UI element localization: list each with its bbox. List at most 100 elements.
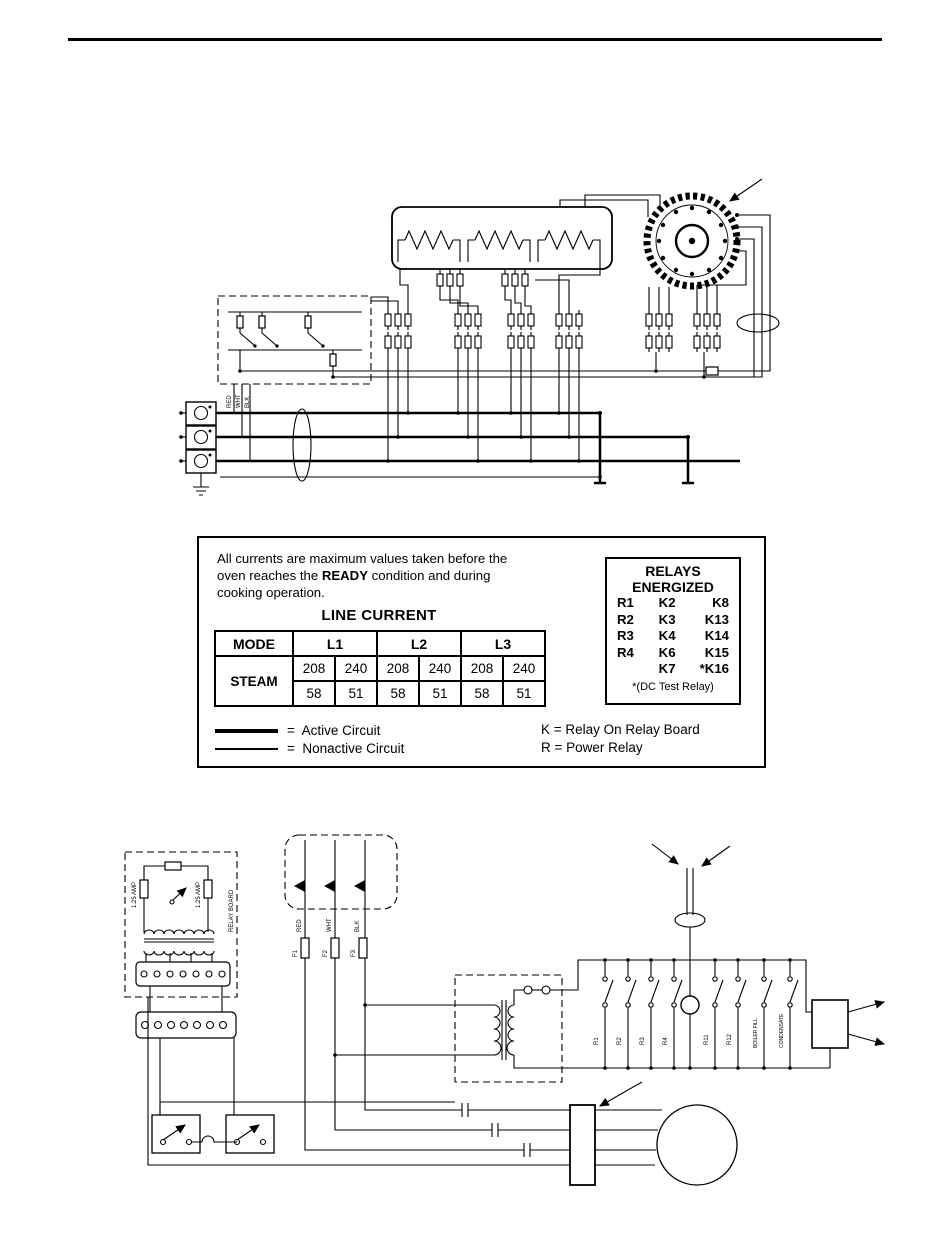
note-text: All currents are maximum values taken be… xyxy=(217,550,507,601)
contact-label: R12 xyxy=(727,1033,733,1045)
contact-label: R3 xyxy=(640,1037,646,1045)
legend-nonactive-circuit: = Nonactive Circuit xyxy=(215,741,404,756)
probe-pointer-arrow xyxy=(701,845,731,867)
line-buses xyxy=(216,352,740,485)
line-current-title: LINE CURRENT xyxy=(321,607,437,624)
door-switches xyxy=(147,997,655,1166)
ground-symbol xyxy=(193,473,209,496)
l1-header: L1 xyxy=(292,630,378,657)
active-circuit-label: = Active Circuit xyxy=(287,723,381,738)
relay-contact: BOILER FILL xyxy=(753,958,773,1070)
current-cell: 58 xyxy=(376,680,420,707)
temperature-probe xyxy=(651,843,731,1070)
relay-contact: R12 xyxy=(727,958,747,1070)
fuse-label-f1: F1 xyxy=(293,949,299,957)
nonactive-line-sample xyxy=(215,747,278,750)
contact-label: R1 xyxy=(594,1037,600,1045)
current-row: 58 51 58 51 58 51 xyxy=(215,680,546,707)
contactor-clusters xyxy=(371,262,721,353)
mode-value: STEAM xyxy=(214,655,294,707)
terminal-strip xyxy=(569,1104,596,1186)
blower-motor-section xyxy=(569,1081,738,1186)
legend-key-notes: K = Relay On Relay Board R = Power Relay xyxy=(541,721,700,756)
wire-label-wht: WHT xyxy=(327,918,333,932)
lower-control-wiring-diagram: 1.25 AMP 1.25 AMP RELAY BOARD xyxy=(124,834,886,1186)
blower-motor xyxy=(656,1104,738,1186)
current-cell: 58 xyxy=(292,680,336,707)
voltage-cell: 240 xyxy=(502,655,546,682)
relays-title-line1: RELAYS xyxy=(645,563,701,579)
relay-row: K7*K16 xyxy=(658,661,729,676)
fuse-label-f2: F2 xyxy=(323,949,329,957)
relay-contact: R11 xyxy=(704,958,724,1070)
current-info-panel: All currents are maximum values taken be… xyxy=(197,536,766,768)
nonactive-circuit-label: = Nonactive Circuit xyxy=(287,741,405,756)
board-connector xyxy=(135,961,231,987)
l2-header: L2 xyxy=(376,630,462,657)
active-line-sample xyxy=(215,728,278,733)
relay-contact: CONDENSATE xyxy=(779,958,799,1070)
relays-energized-title: RELAYS ENERGIZED xyxy=(607,559,739,595)
heating-elements xyxy=(391,206,613,270)
note-line2-pre: oven reaches the xyxy=(217,568,322,583)
probe-pointer-arrow xyxy=(651,843,679,865)
table-header-row: MODE L1 L2 L3 xyxy=(214,630,546,657)
page-top-divider xyxy=(68,38,882,41)
voltage-cell: 240 xyxy=(418,655,462,682)
current-cell: 51 xyxy=(418,680,462,707)
fuse-amp-label-right: 1.25 AMP xyxy=(196,882,202,908)
relay-board: 1.25 AMP 1.25 AMP RELAY BOARD xyxy=(124,851,238,998)
relay-contact: R3 xyxy=(640,958,660,1070)
relay-contact: R2 xyxy=(617,958,637,1070)
contact-label: R4 xyxy=(663,1037,669,1045)
current-cell: 51 xyxy=(334,680,378,707)
wire-label-red: RED xyxy=(227,395,233,408)
control-transformer xyxy=(454,959,605,1083)
note-line1: All currents are maximum values taken be… xyxy=(217,551,508,566)
wire-label-wht: WHT xyxy=(236,394,242,408)
wire-label-blk: BLK xyxy=(245,397,251,408)
board-transformer xyxy=(143,929,215,962)
legend-active-circuit: = Active Circuit xyxy=(215,723,380,738)
upper-steam-wiring-diagram: RED WHT BLK xyxy=(179,178,780,496)
supply-wires: RED WHT BLK xyxy=(216,384,251,462)
harness-loop xyxy=(292,408,312,482)
k-note: K = Relay On Relay Board xyxy=(541,722,700,737)
contact-label: R11 xyxy=(704,1034,710,1045)
power-terminal-block xyxy=(179,401,217,496)
element-connectors xyxy=(436,269,532,310)
motor-lead-bundle xyxy=(240,194,780,378)
note-line2-post: condition and during xyxy=(368,568,491,583)
relay-contact: R4 xyxy=(663,958,683,1070)
fan-pointer-arrow xyxy=(729,178,763,202)
wire-label-red: RED xyxy=(297,919,303,932)
thermostat-network xyxy=(217,295,372,385)
relay-contact: R1 xyxy=(594,958,614,1070)
l3-header: L3 xyxy=(460,630,546,657)
supply-fuse-section: RED WHT BLK F1 F2 F3 xyxy=(284,834,398,959)
note-line3: cooking operation. xyxy=(217,585,325,600)
contact-label: BOILER FILL xyxy=(753,1018,759,1048)
current-cell: 58 xyxy=(460,680,504,707)
voltage-cell: 208 xyxy=(376,655,420,682)
voltage-cell: 208 xyxy=(292,655,336,682)
fuse-amp-label-left: 1.25 AMP xyxy=(132,882,138,908)
line-current-table: MODE L1 L2 L3 STEAM 208 240 208 240 208 … xyxy=(214,630,546,707)
current-cell: 51 xyxy=(502,680,546,707)
contact-label: CONDENSATE xyxy=(779,1013,785,1048)
contact-label: R2 xyxy=(617,1037,623,1045)
relay-contact-bank: R1 R2 R3 R4 R11 xyxy=(594,958,830,1070)
strip-pointer-arrow xyxy=(599,1081,643,1107)
relay-board-label: RELAY BOARD xyxy=(229,889,235,932)
harness-connector-strip xyxy=(135,986,237,1039)
note-ready-word: READY xyxy=(321,568,369,583)
fan-motor xyxy=(643,192,741,290)
fuse-label-f3: F3 xyxy=(351,949,357,957)
wire-label-blk: BLK xyxy=(355,921,361,932)
